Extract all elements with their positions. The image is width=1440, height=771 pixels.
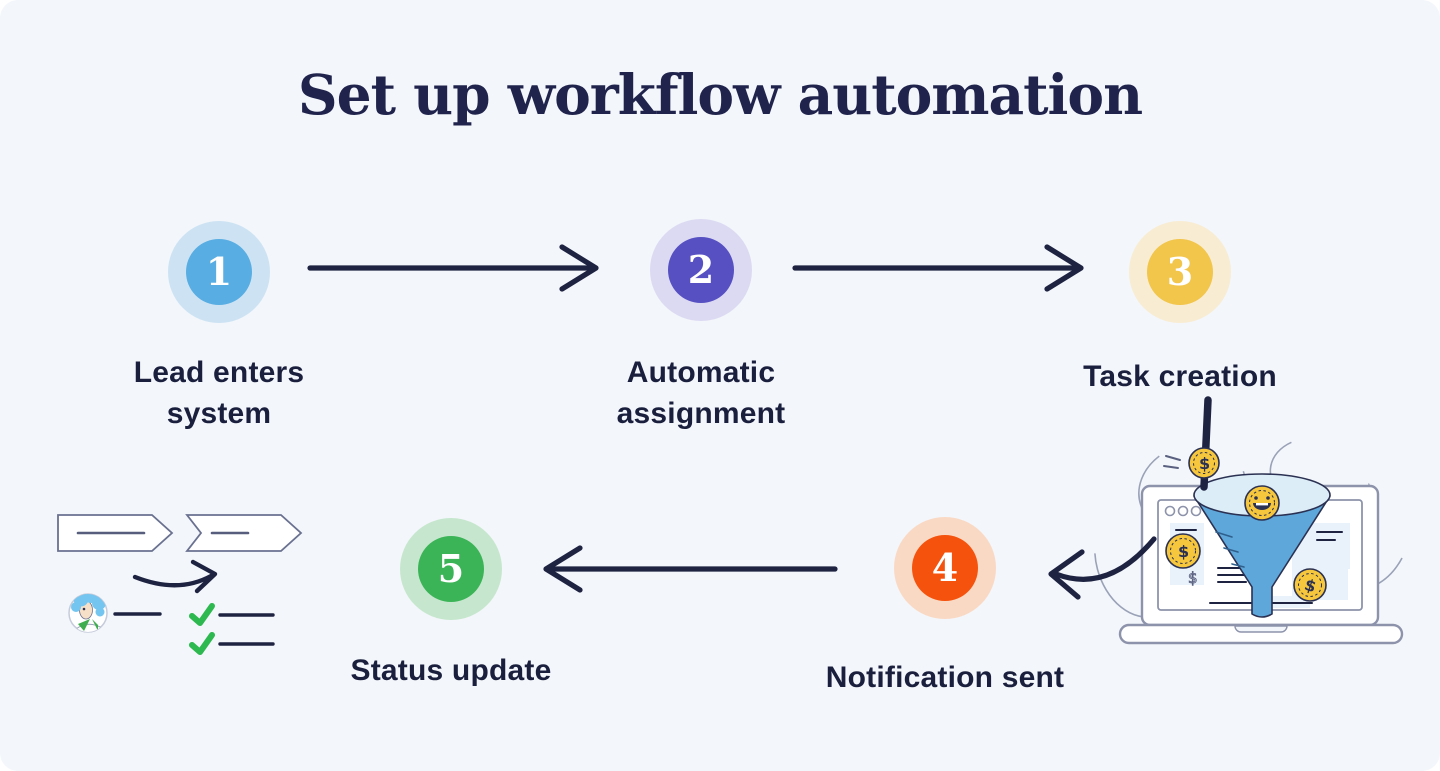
coin-icon: $	[1188, 447, 1220, 479]
step-4-number: 4	[931, 545, 959, 590]
step-1-circle: 1	[186, 239, 252, 305]
svg-text:$: $	[1178, 542, 1189, 561]
step-3-number: 3	[1166, 249, 1194, 294]
sales-funnel-illustration: $ $ $ $	[1048, 396, 1411, 645]
step-5-badge: 5	[400, 518, 502, 620]
coin-icon: $	[1293, 568, 1327, 602]
step-1-label: Lead enters system	[133, 356, 305, 431]
status-checklist-illustration	[57, 514, 303, 655]
step-2-halo: 2	[650, 219, 752, 321]
step-3-badge: 3	[1129, 221, 1231, 323]
step-5-halo: 5	[400, 518, 502, 620]
step-4-badge: 4	[894, 517, 996, 619]
svg-text:$: $	[1199, 454, 1210, 473]
svg-text:$: $	[1188, 569, 1198, 587]
step-4-label: Notification sent	[825, 661, 1065, 694]
step-5-circle: 5	[418, 536, 484, 602]
arrow-right-step2-step3-icon	[792, 244, 1084, 292]
chevron-banner	[57, 514, 174, 552]
step-5-number: 5	[437, 546, 465, 591]
chevron-banner	[185, 514, 303, 552]
curved-arrow-step4-icon	[1048, 536, 1157, 600]
step-4-halo: 4	[894, 517, 996, 619]
swoosh-arrow-icon	[132, 559, 218, 594]
step-3-circle: 3	[1147, 239, 1213, 305]
step-1-number: 1	[205, 249, 233, 294]
arrow-left-step4-step5-icon	[543, 545, 838, 593]
step-3-label: Task creation	[1083, 360, 1277, 393]
step-4-circle: 4	[912, 535, 978, 601]
checkmark-icon	[189, 632, 215, 655]
page-title: Set up workflow automation	[297, 62, 1143, 127]
smiley-coin-icon	[1244, 485, 1280, 521]
arrow-right-step1-step2-icon	[307, 244, 599, 292]
step-5-label: Status update	[350, 654, 552, 687]
step-3-halo: 3	[1129, 221, 1231, 323]
coin-icon: $ $	[1165, 533, 1201, 587]
step-2-label: Automatic assignment	[616, 356, 786, 431]
step-2-number: 2	[687, 247, 715, 292]
step-1-badge: 1	[168, 221, 270, 323]
step-2-circle: 2	[668, 237, 734, 303]
avatar	[68, 593, 108, 633]
step-1-halo: 1	[168, 221, 270, 323]
step-2-badge: 2	[650, 219, 752, 321]
checkmark-icon	[189, 603, 215, 626]
laptop-base	[1118, 623, 1404, 645]
